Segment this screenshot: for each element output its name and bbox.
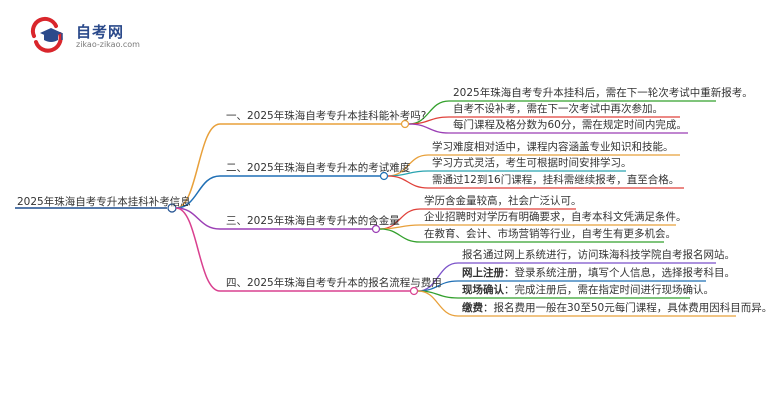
logo-url: zikao-zikao.com xyxy=(76,40,140,49)
mindmap-connectors xyxy=(15,100,736,317)
leaf-label: 网上注册 xyxy=(462,267,504,279)
leaf-text: 在教育、会计、市场营销等行业，自考生有更多机会。 xyxy=(424,228,676,240)
branch-node-handle[interactable] xyxy=(371,224,381,234)
branch-2-leaf-3: 需通过12到16门课程，挂科需继续报考，直至合格。 xyxy=(432,174,679,187)
branch-4-title: 四、2025年珠海自考专升本的报名流程与费用 xyxy=(226,277,442,289)
branch-3-title: 三、2025年珠海自考专升本的含金量 xyxy=(226,215,400,227)
leaf-connector xyxy=(379,228,421,243)
graduation-cap-icon xyxy=(30,16,63,53)
branch-2-title: 二、2025年珠海自考专升本的考试难度 xyxy=(226,162,411,174)
leaf-text: 2025年珠海自考专升本挂科后，需在下一轮次考试中重新报考。 xyxy=(453,87,753,99)
leaf-connector xyxy=(417,290,459,317)
branch-2-leaf-2: 学习方式灵活，考生可根据时间安排学习。 xyxy=(432,157,632,170)
logo-title: 自考网 xyxy=(76,23,125,41)
branch-connector xyxy=(175,207,221,292)
leaf-label: 现场确认 xyxy=(462,284,504,296)
branch-node-handle[interactable] xyxy=(409,286,419,296)
leaf-text: 自考不设补考，需在下一次考试中再次参加。 xyxy=(453,103,663,115)
branch-3-leaf-3: 在教育、会计、市场营销等行业，自考生有更多机会。 xyxy=(424,228,676,241)
root-node: 2025年珠海自考专升本挂科补考信息 xyxy=(17,196,191,208)
leaf-label: 缴费 xyxy=(462,302,483,314)
branch-4-leaf-2: 网上注册：登录系统注册，填写个人信息，选择报考科目。 xyxy=(462,267,735,280)
leaf-text: 报名通过网上系统进行，访问珠海科技学院自考报名网站。 xyxy=(462,249,735,261)
leaf-connector xyxy=(387,175,429,189)
branch-3-leaf-1: 学历含金量较高，社会广泛认可。 xyxy=(424,195,582,208)
branch-2-leaf-1: 学习难度相对适中，课程内容涵盖专业知识和技能。 xyxy=(432,141,674,154)
branch-3-leaf-2: 企业招聘时对学历有明确要求，自考本科文凭满足条件。 xyxy=(424,211,687,224)
branch-1-leaf-3: 每门课程及格分数为60分，需在规定时间内完成。 xyxy=(453,119,687,132)
branch-connector xyxy=(175,175,221,209)
leaf-text: 学习方式灵活，考生可根据时间安排学习。 xyxy=(432,157,632,169)
leaf-text: 学历含金量较高，社会广泛认可。 xyxy=(424,195,582,207)
leaf-text: 企业招聘时对学历有明确要求，自考本科文凭满足条件。 xyxy=(424,211,687,223)
leaf-text: 学习难度相对适中，课程内容涵盖专业知识和技能。 xyxy=(432,141,674,153)
branch-4-leaf-3: 现场确认：完成注册后，需在指定时间进行现场确认。 xyxy=(462,284,714,297)
branch-1-leaf-2: 自考不设补考，需在下一次考试中再次参加。 xyxy=(453,103,663,116)
branch-4-leaf-1: 报名通过网上系统进行，访问珠海科技学院自考报名网站。 xyxy=(462,249,735,262)
branch-4-leaf-4: 缴费：报名费用一般在30至50元每门课程，具体费用因科目而异。 xyxy=(462,302,772,315)
leaf-text: ：完成注册后，需在指定时间进行现场确认。 xyxy=(504,284,714,296)
leaf-text: ：报名费用一般在30至50元每门课程，具体费用因科目而异。 xyxy=(483,302,772,314)
branch-1-leaf-1: 2025年珠海自考专升本挂科后，需在下一轮次考试中重新报考。 xyxy=(453,87,753,100)
branch-node-handle[interactable] xyxy=(379,171,389,181)
leaf-text: ：登录系统注册，填写个人信息，选择报考科目。 xyxy=(504,267,735,279)
leaf-text: 每门课程及格分数为60分，需在规定时间内完成。 xyxy=(453,119,687,131)
site-logo[interactable]: 自考网 zikao-zikao.com xyxy=(30,16,180,53)
branch-1-title: 一、2025年珠海自考专升本挂科能补考吗? xyxy=(226,110,427,122)
branch-connector xyxy=(175,207,221,230)
leaf-connector xyxy=(408,123,450,134)
leaf-text: 需通过12到16门课程，挂科需继续报考，直至合格。 xyxy=(432,174,680,186)
branch-node-handle[interactable] xyxy=(400,119,410,129)
branch-connector xyxy=(175,123,221,209)
